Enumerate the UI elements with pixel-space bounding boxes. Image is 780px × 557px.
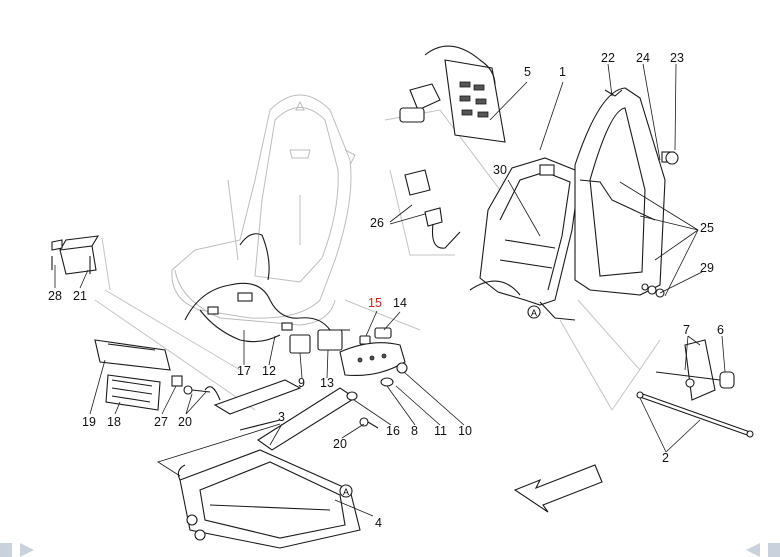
part-9-switch	[289, 334, 311, 354]
callout-21: 21	[73, 289, 87, 303]
part-1-backrest-frame	[469, 157, 581, 321]
wiring-harness	[184, 233, 350, 343]
callout-4: 4	[375, 516, 382, 530]
part-2-torsion-rod	[636, 391, 754, 438]
part-19-cushion	[94, 339, 171, 371]
callout-12: 12	[262, 364, 276, 378]
part-11-knob	[380, 377, 394, 387]
part-22-backrest-shell	[574, 87, 679, 296]
callout-27: 27	[154, 415, 168, 429]
callout-26: 26	[370, 216, 384, 230]
part-26-control-unit	[404, 169, 461, 249]
nav-right-tab[interactable]	[746, 543, 780, 557]
part-14-15-buttons	[359, 327, 392, 345]
callout-14: 14	[393, 296, 407, 310]
callout-28: 28	[48, 289, 62, 303]
callout-5: 5	[524, 65, 531, 79]
part-5-lumbar-motor	[399, 45, 506, 143]
part-4-seat-base	[177, 449, 361, 549]
callout-25: 25	[700, 221, 714, 235]
nav-left-tab[interactable]	[0, 543, 34, 557]
callout-6: 6	[717, 323, 724, 337]
callout-10: 10	[458, 424, 472, 438]
callout-20b: 20	[333, 437, 347, 451]
callout-29: 29	[700, 261, 714, 275]
callout-9: 9	[298, 376, 305, 390]
part-8-side-trim	[339, 342, 406, 377]
callout-19: 19	[82, 415, 96, 429]
reference-mark-a-2: A	[339, 484, 353, 498]
callout-23: 23	[670, 51, 684, 65]
callout-16: 16	[386, 424, 400, 438]
part-20-bolts-left	[183, 385, 221, 401]
part-29-rings	[641, 283, 665, 298]
part-10-knob	[396, 362, 408, 374]
leader-lines	[54, 63, 726, 517]
callout-7: 7	[683, 323, 690, 337]
reference-mark-a-label-1: A	[531, 308, 537, 318]
callout-11: 11	[434, 424, 447, 438]
callout-22: 22	[601, 51, 615, 65]
part-13-switch	[317, 329, 343, 351]
callout-1: 1	[559, 65, 566, 79]
callout-18: 18	[107, 415, 121, 429]
callout-13: 13	[320, 376, 334, 390]
callout-8: 8	[411, 424, 418, 438]
callout-2: 2	[662, 451, 669, 465]
part-27-connector	[171, 375, 183, 387]
part-21-module	[51, 235, 100, 275]
part-16-bolt	[346, 391, 358, 401]
front-direction-arrow	[513, 464, 603, 513]
callout-3: 3	[278, 410, 285, 424]
seat-outline-ghost	[171, 94, 356, 326]
callout-17: 17	[237, 364, 251, 378]
reference-mark-a-1: A	[527, 305, 541, 319]
callout-30: 30	[493, 163, 507, 177]
reference-mark-a-label-2: A	[343, 487, 349, 497]
part-6-height-motor	[655, 339, 735, 401]
callout-20a: 20	[178, 415, 192, 429]
part-20-bolts-right	[359, 417, 379, 429]
callout-24: 24	[636, 51, 650, 65]
part-18-ecu	[105, 374, 161, 411]
callout-15: 15	[368, 296, 382, 310]
